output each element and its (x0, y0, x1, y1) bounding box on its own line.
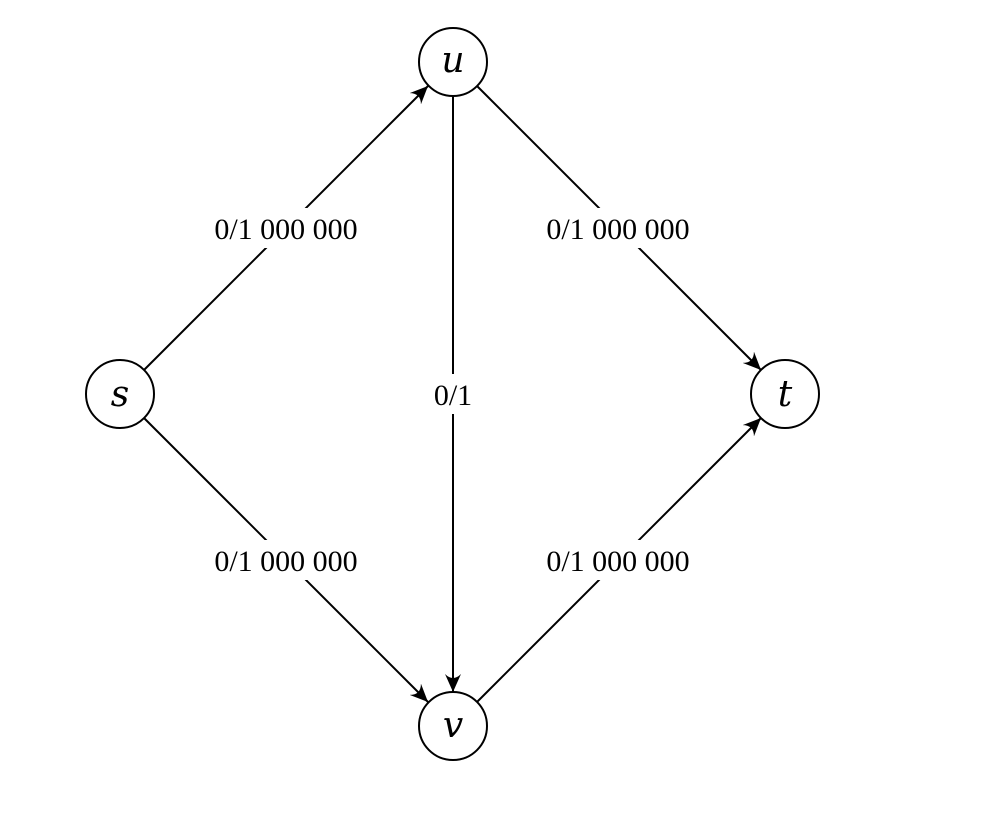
nodes: s u v t (85, 27, 820, 761)
edge-label-s-v-text: 0/1 000 000 (214, 545, 357, 578)
edge-label-s-u: 0/1 000 000 (196, 208, 376, 248)
edge-label-s-u-text: 0/1 000 000 (214, 213, 357, 246)
node-s: s (85, 359, 155, 429)
node-u: u (418, 27, 488, 97)
node-s-label: s (111, 374, 129, 415)
edge-label-u-v-text: 0/1 (434, 379, 472, 412)
node-t-label: t (778, 374, 793, 415)
edge-label-s-v: 0/1 000 000 (196, 540, 376, 580)
edge-label-v-t-text: 0/1 000 000 (546, 545, 689, 578)
node-v-label: v (443, 705, 463, 746)
edge-label-u-t: 0/1 000 000 (528, 208, 708, 248)
node-u-label: u (441, 40, 464, 81)
node-v: v (418, 691, 488, 761)
edge-labels: 0/1 000 000 0/1 000 000 0/1 0/1 000 000 … (196, 208, 708, 580)
edge-label-u-v: 0/1 (420, 374, 486, 414)
edge-label-u-t-text: 0/1 000 000 (546, 213, 689, 246)
node-t: t (750, 359, 820, 429)
edge-label-v-t: 0/1 000 000 (528, 540, 708, 580)
